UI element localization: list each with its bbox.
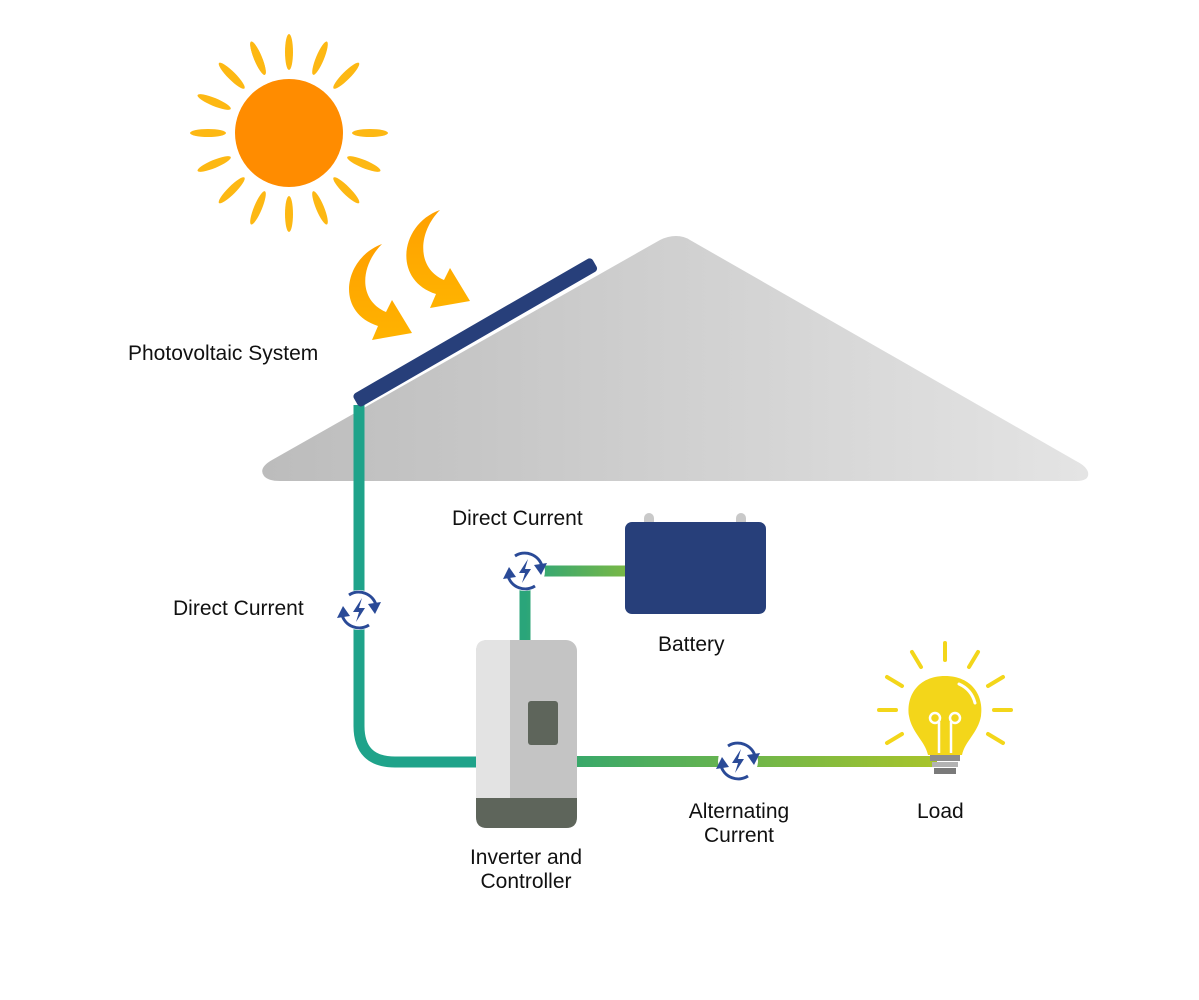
current-flow-icon bbox=[337, 590, 381, 630]
inverter-controller-label: Inverter and Controller bbox=[446, 846, 606, 894]
sunlight-arrow-icon bbox=[349, 244, 412, 340]
photovoltaic-system-label: Photovoltaic System bbox=[128, 342, 319, 365]
current-flow-icon bbox=[503, 551, 547, 591]
direct-current-label-battery: Direct Current bbox=[452, 507, 583, 530]
current-flow-icon bbox=[716, 741, 760, 781]
solar-panel-icon bbox=[353, 258, 598, 407]
battery-icon bbox=[625, 513, 766, 614]
direct-current-label-panel: Direct Current bbox=[173, 597, 304, 620]
battery-label: Battery bbox=[658, 633, 725, 656]
inverter-icon bbox=[476, 640, 577, 828]
load-label: Load bbox=[917, 800, 964, 823]
sun-icon bbox=[190, 34, 388, 232]
ac-label-line2: Current bbox=[703, 824, 775, 847]
inverter-label-line2: Controller bbox=[480, 870, 572, 893]
light-bulb-icon bbox=[877, 641, 1013, 774]
inverter-label-line1: Inverter and bbox=[469, 846, 583, 869]
ac-label-line1: Alternating bbox=[688, 800, 790, 823]
sunlight-arrow-icon bbox=[406, 210, 470, 308]
dc-wire-panel-to-inverter bbox=[353, 405, 478, 768]
house-roof bbox=[262, 236, 1089, 481]
alternating-current-label: Alternating Current bbox=[664, 800, 814, 848]
